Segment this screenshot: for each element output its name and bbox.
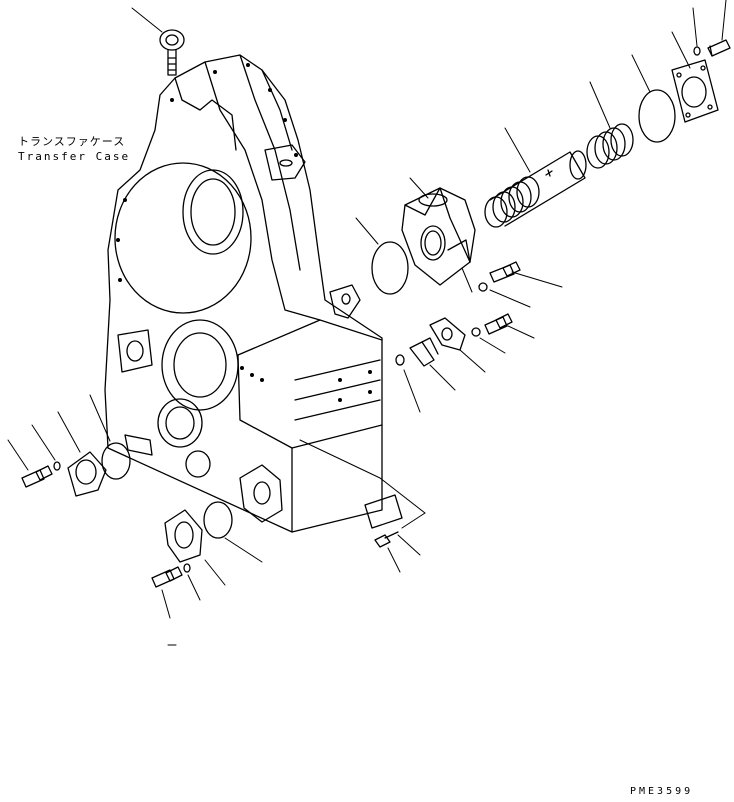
o-ring-middle (371, 241, 409, 295)
leader-lines (7, 0, 727, 619)
bolt-top-right (693, 39, 731, 57)
plate-screw (374, 531, 399, 548)
part-name-japanese: トランスファケース (18, 135, 126, 148)
bolt-left (21, 461, 61, 488)
bolt-valve-b (471, 313, 513, 337)
drawing-code: PME3599 (630, 786, 694, 797)
small-flange (429, 317, 466, 351)
compression-spring (586, 123, 634, 169)
transfer-case-housing (104, 54, 383, 533)
gasket-left (101, 442, 131, 480)
eye-bolt (159, 29, 185, 76)
name-plate (364, 494, 403, 529)
o-ring-large (638, 89, 676, 143)
bolt-valve-a (478, 261, 521, 292)
gasket-lower (203, 501, 233, 539)
valve-housing (401, 187, 476, 286)
flange-cover-top-right (671, 59, 719, 123)
part-name-english: Transfer Case (18, 150, 131, 163)
cover-left (67, 451, 107, 497)
piston-tube (484, 150, 587, 228)
cover-lower (164, 509, 203, 563)
plug-fitting (395, 337, 439, 367)
bolt-lower (151, 563, 191, 588)
